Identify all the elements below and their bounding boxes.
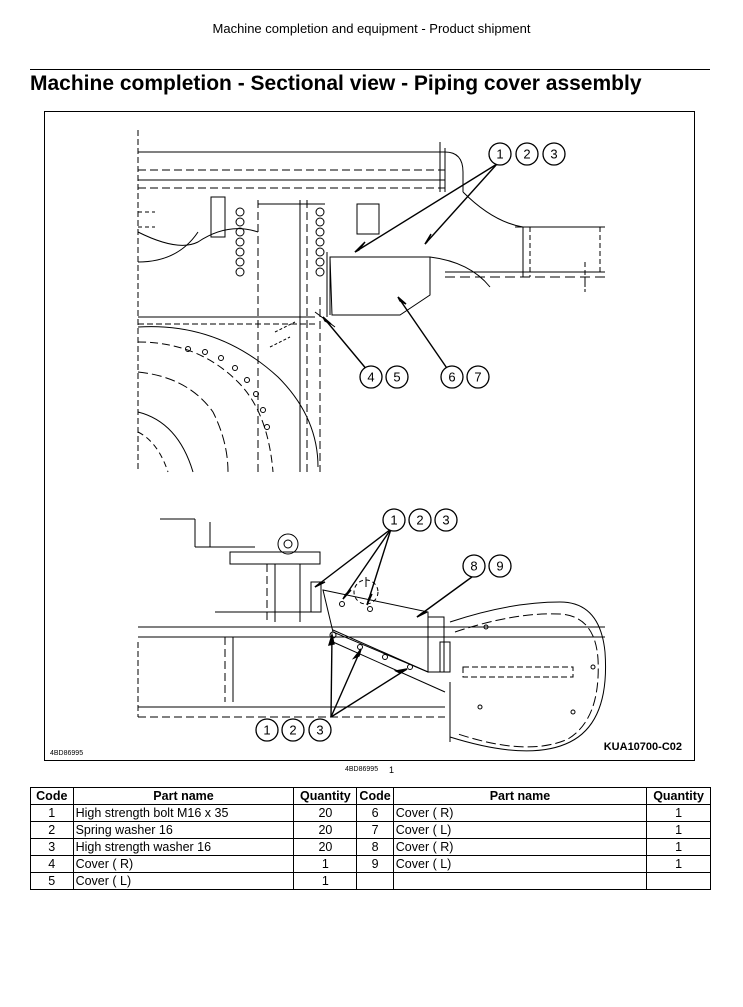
callout-2: 2 <box>523 147 530 162</box>
table-row: 3 High strength washer 16 20 8 Cover ( R… <box>30 838 711 856</box>
cell-part-name: Cover ( L) <box>72 872 295 890</box>
page-number: 1 <box>389 765 395 775</box>
cell-quantity: 20 <box>293 821 358 839</box>
cell-part-name <box>392 872 648 890</box>
callout-1: 1 <box>390 513 397 528</box>
cell-part-name: Cover ( R) <box>392 838 648 856</box>
header-rule <box>30 69 710 70</box>
col-quantity: Quantity <box>293 787 358 805</box>
callout-4: 4 <box>367 370 374 385</box>
cell-quantity: 20 <box>293 804 358 822</box>
cell-code <box>356 872 394 890</box>
col-part-name: Part name <box>72 787 295 805</box>
col-code: Code <box>356 787 394 805</box>
technical-drawing: 1 2 3 4 5 6 7 1 2 3 8 9 1 2 3 4BD86995 K… <box>44 111 695 761</box>
cell-part-name: Cover ( L) <box>392 821 648 839</box>
parts-table: Code Part name Quantity Code Part name Q… <box>30 787 711 890</box>
cell-part-name: Cover ( L) <box>392 855 648 873</box>
callout-5: 5 <box>393 370 400 385</box>
col-quantity: Quantity <box>646 787 711 805</box>
figure-code: KUA10700-C02 <box>603 741 682 753</box>
cell-quantity: 1 <box>646 804 711 822</box>
cell-quantity: 1 <box>646 821 711 839</box>
cell-code: 1 <box>30 804 74 822</box>
callout-6: 6 <box>448 370 455 385</box>
cell-quantity: 1 <box>646 838 711 856</box>
cell-quantity: 1 <box>293 872 358 890</box>
callout-7: 7 <box>474 370 481 385</box>
cell-code: 2 <box>30 821 74 839</box>
callout-1: 1 <box>496 147 503 162</box>
table-row: 4 Cover ( R) 1 9 Cover ( L) 1 <box>30 855 711 873</box>
table-row: 5 Cover ( L) 1 <box>30 872 711 890</box>
drawing-id: 4BD86995 <box>50 750 84 757</box>
cell-code: 4 <box>30 855 74 873</box>
callout-3: 3 <box>442 513 449 528</box>
callout-8: 8 <box>470 559 477 574</box>
cell-part-name: Cover ( R) <box>392 804 648 822</box>
cell-code: 3 <box>30 838 74 856</box>
cell-code: 6 <box>356 804 394 822</box>
cell-part-name: High strength washer 16 <box>72 838 295 856</box>
col-part-name: Part name <box>392 787 648 805</box>
callout-3: 3 <box>316 723 323 738</box>
cell-quantity: 1 <box>646 855 711 873</box>
cell-code: 5 <box>30 872 74 890</box>
cell-quantity <box>646 872 711 890</box>
drawing-svg: 1 2 3 4 5 6 7 1 2 3 8 9 1 2 3 <box>137 130 607 752</box>
col-code: Code <box>30 787 74 805</box>
table-row: 2 Spring washer 16 20 7 Cover ( L) 1 <box>30 821 711 839</box>
callout-1: 1 <box>263 723 270 738</box>
callout-2: 2 <box>289 723 296 738</box>
callout-2: 2 <box>416 513 423 528</box>
cell-quantity: 1 <box>293 855 358 873</box>
callout-3: 3 <box>550 147 557 162</box>
cell-quantity: 20 <box>293 838 358 856</box>
cell-code: 9 <box>356 855 394 873</box>
cell-part-name: Spring washer 16 <box>72 821 295 839</box>
page-title: Machine completion - Sectional view - Pi… <box>30 72 642 95</box>
drawing-id-caption: 4BD86995 <box>345 766 379 773</box>
cell-part-name: High strength bolt M16 x 35 <box>72 804 295 822</box>
cell-code: 7 <box>356 821 394 839</box>
table-row: 1 High strength bolt M16 x 35 20 6 Cover… <box>30 804 711 822</box>
cell-part-name: Cover ( R) <box>72 855 295 873</box>
callout-9: 9 <box>496 559 503 574</box>
cell-code: 8 <box>356 838 394 856</box>
running-header: Machine completion and equipment - Produ… <box>212 21 531 36</box>
parts-table-header: Code Part name Quantity Code Part name Q… <box>30 787 711 805</box>
